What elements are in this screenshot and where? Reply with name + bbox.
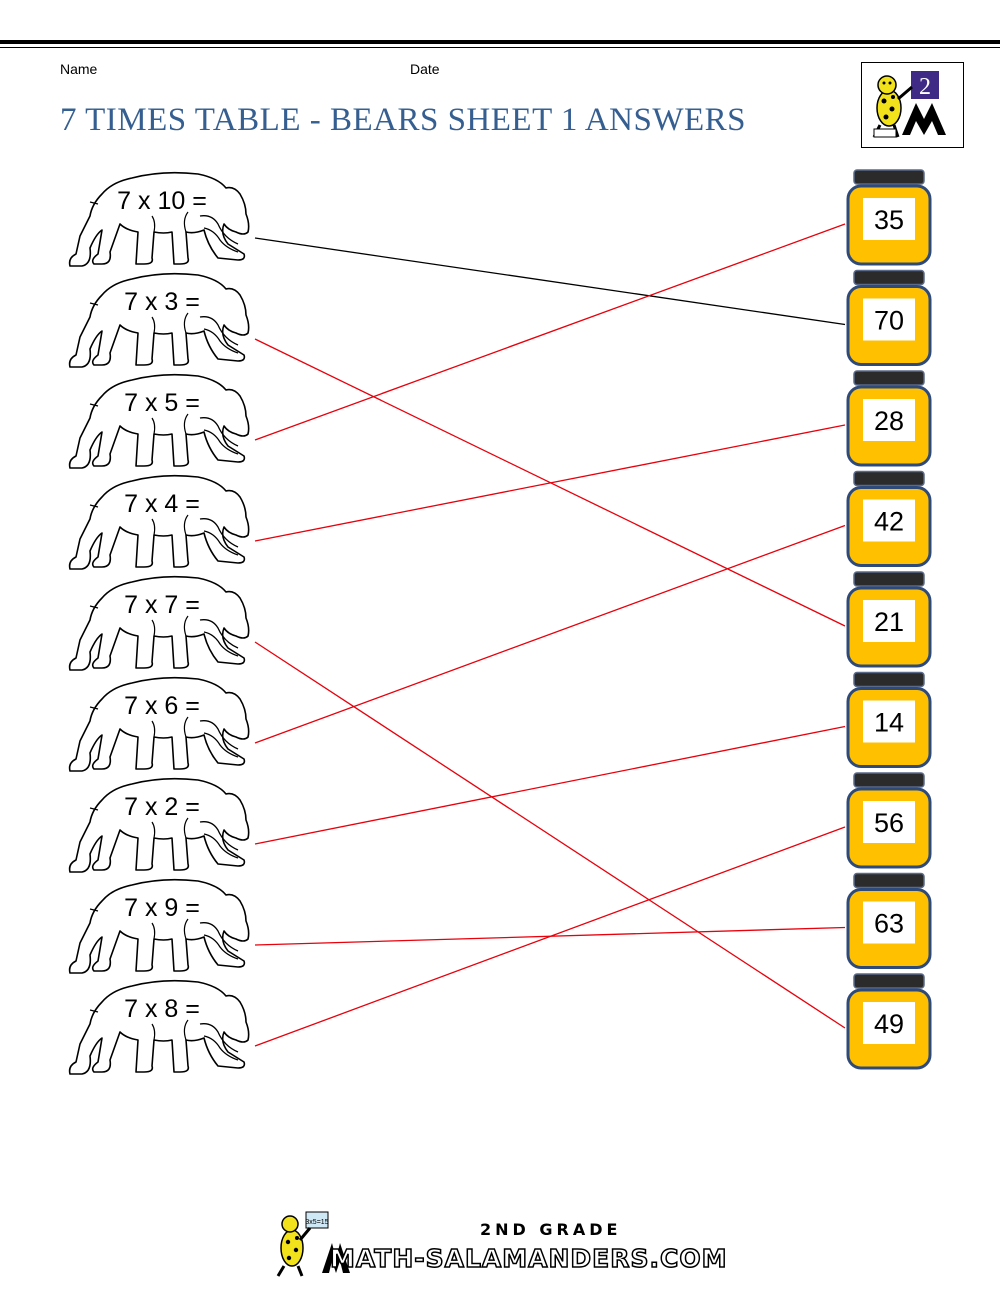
jar-lid (853, 571, 925, 587)
bear-question: 7 x 8 = (68, 979, 250, 1075)
jar-answer-value: 21 (874, 607, 904, 637)
jar-lid (853, 470, 925, 487)
jar-label-box (863, 499, 915, 542)
top-rule-thin (0, 47, 1000, 48)
top-rule (0, 40, 1000, 44)
logo-digit: 2 (919, 74, 931, 100)
bear-question-label: 7 x 6 = (124, 692, 200, 720)
honey-jar: 70 (846, 269, 932, 366)
honey-jar: 49 (846, 973, 932, 1070)
jar-lid (853, 973, 925, 989)
bear-question-label: 7 x 7 = (124, 591, 200, 619)
jar-label-box (863, 399, 915, 441)
honey-jar: 28 (846, 370, 932, 467)
jar-answer-value: 49 (874, 1009, 904, 1039)
jar-answer-value: 70 (874, 306, 904, 336)
logo-digit-panel (911, 71, 939, 99)
jar-answer-value: 42 (874, 507, 904, 537)
jar-lid (853, 169, 925, 185)
jar-answer-value: 35 (874, 205, 904, 235)
jar-answer-value: 63 (874, 909, 904, 939)
bear-question-label: 7 x 2 = (124, 793, 200, 821)
bear-question-label: 7 x 8 = (124, 995, 200, 1023)
bear-question-label: 7 x 10 = (117, 187, 207, 215)
honey-jar: 63 (846, 872, 932, 969)
answer-line (254, 641, 846, 1029)
jar-label-box (863, 1002, 915, 1044)
bear-question: 7 x 10 = (68, 171, 250, 267)
footer-brand: 3x5=15 2ND GRADE MATH-SALAMANDERS.COM (270, 1208, 740, 1278)
honey-jar: 21 (846, 571, 932, 668)
answer-line (254, 237, 846, 326)
bear-question-label: 7 x 4 = (124, 490, 200, 518)
date-label: Date (410, 61, 440, 77)
honey-jar: 35 (846, 169, 932, 266)
answer-line (254, 424, 846, 542)
footer-site: MATH-SALAMANDERS.COM (329, 1243, 728, 1274)
jar-lid (853, 671, 925, 688)
answer-line (254, 725, 846, 845)
honey-jar: 42 (846, 470, 932, 567)
jar-lid (853, 872, 925, 889)
bear-question: 7 x 7 = (68, 575, 250, 671)
bear-question: 7 x 2 = (68, 777, 250, 873)
logo-salamander-head (877, 75, 897, 95)
answer-line (254, 223, 846, 441)
salamander-grade-2-logo-icon: 2 (861, 62, 964, 148)
bear-question-label: 7 x 3 = (124, 288, 200, 316)
bear-question-label: 7 x 9 = (124, 894, 200, 922)
jar-answer-value: 14 (874, 708, 904, 738)
answer-line (254, 826, 846, 1047)
answer-lines (254, 223, 846, 1047)
footer-grade: 2ND GRADE (480, 1220, 622, 1239)
answer-line (254, 524, 846, 744)
logo-m-letter (902, 103, 946, 135)
jar-lid (853, 772, 925, 788)
salamander-mascot-icon: 3x5=15 (276, 1211, 329, 1277)
jar-label-box (863, 901, 915, 944)
bear-question: 7 x 5 = (68, 373, 250, 469)
bear-questions: 7 x 10 = 7 x 3 = 7 x 5 = 7 x 4 = 7 x 7 = 7 x … (68, 171, 250, 1075)
jar-label-box (863, 801, 915, 843)
bear-question: 7 x 3 = (68, 272, 250, 368)
jar-label-box (863, 198, 915, 240)
jar-answer-value: 28 (874, 406, 904, 436)
jar-lid (853, 370, 925, 386)
bear-question-label: 7 x 5 = (124, 389, 200, 417)
mascot-card-text: 3x5=15 (305, 1219, 328, 1226)
jar-label-box (863, 298, 915, 341)
page-title: 7 TIMES TABLE - BEARS SHEET 1 ANSWERS (60, 102, 747, 138)
jar-lid (853, 269, 925, 286)
honey-jar-answers: 35 70 28 42 21 14 56 63 49 (846, 169, 932, 1070)
jar-answer-value: 56 (874, 808, 904, 838)
jar-label-box (863, 600, 915, 642)
bear-question: 7 x 6 = (68, 676, 250, 772)
bear-question: 7 x 4 = (68, 474, 250, 570)
bear-question: 7 x 9 = (68, 878, 250, 974)
honey-jar: 14 (846, 671, 932, 768)
honey-jar: 56 (846, 772, 932, 869)
jar-label-box (863, 700, 915, 743)
name-label: Name (60, 61, 98, 77)
footer-m-icon (322, 1243, 350, 1273)
